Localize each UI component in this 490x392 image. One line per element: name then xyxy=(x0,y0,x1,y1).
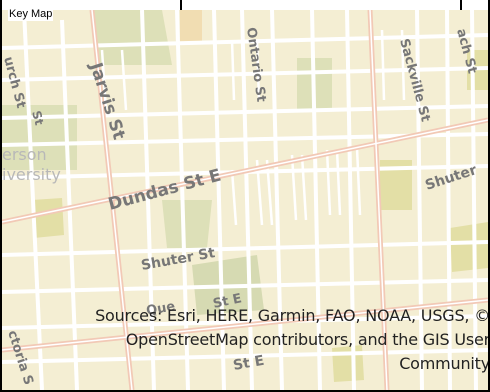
park-area xyxy=(32,198,64,238)
attribution-line: OpenStreetMap contributors, and the GIS … xyxy=(125,330,488,349)
divider xyxy=(180,0,182,10)
street-label-queen: Que xyxy=(145,299,176,319)
street-label-queen-east: St E xyxy=(212,291,243,312)
minor-streets xyxy=(2,10,488,390)
park-area xyxy=(2,105,77,170)
top-border-strip xyxy=(2,0,488,10)
park-area xyxy=(180,10,202,42)
park-area xyxy=(380,160,412,210)
map-canvas[interactable]: erson iversity Jarvis St Dundas St E Shu… xyxy=(2,10,488,390)
attribution-line: Community xyxy=(399,354,488,373)
park-area xyxy=(450,222,488,272)
map-svg: erson iversity Jarvis St Dundas St E Shu… xyxy=(2,10,488,390)
street-label-st-fragment: St xyxy=(29,109,46,127)
district-label-university: iversity xyxy=(2,165,61,184)
attribution-line: Sources: Esri, HERE, Garmin, FAO, NOAA, … xyxy=(95,306,488,325)
map-attribution: Sources: Esri, HERE, Garmin, FAO, NOAA, … xyxy=(10,304,488,376)
park-area xyxy=(162,200,212,248)
district-label-ryerson: erson xyxy=(2,145,47,164)
divider xyxy=(460,0,462,10)
park-area xyxy=(92,10,172,65)
key-map-title: Key Map xyxy=(8,8,54,21)
arterial-centerlines xyxy=(2,10,488,390)
laneways xyxy=(100,29,406,226)
street-label-bottom-st-e: St E xyxy=(232,353,266,374)
